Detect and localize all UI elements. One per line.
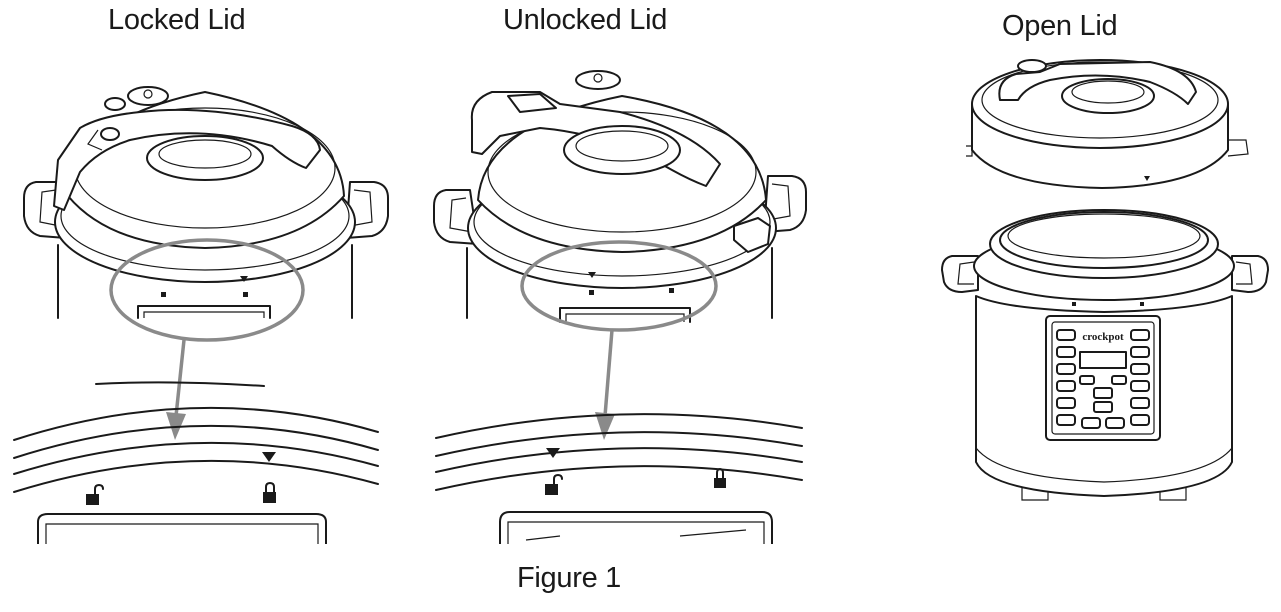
- locked-lid-cooker: [23, 86, 389, 319]
- open-lid-top: [966, 59, 1249, 189]
- unlocked-padlock-icon: [86, 484, 104, 505]
- locked-callout-circle: [109, 238, 305, 342]
- unlocked-zoom-detail: [435, 413, 803, 544]
- unlocked-callout-arrowhead: [595, 412, 615, 440]
- unlocked-lid-cooker: [433, 70, 807, 323]
- locked-padlock-icon-2: [714, 468, 726, 488]
- unlocked-callout-circle: [520, 240, 718, 332]
- unlocked-alignment-arrow-icon: [546, 448, 560, 458]
- locked-padlock-icon: [263, 482, 276, 503]
- unlocked-callout-arrow-line: [603, 329, 614, 417]
- locked-lid-label: Locked Lid: [108, 4, 246, 36]
- unlocked-lid-label: Unlocked Lid: [503, 4, 668, 36]
- brand-logo: crockpot: [1082, 331, 1124, 343]
- display-screen: [1079, 351, 1127, 369]
- figure-caption: Figure 1: [517, 562, 621, 594]
- unlocked-padlock-icon-2: [545, 474, 563, 495]
- open-lid-base: crockpot: [941, 209, 1269, 501]
- locked-alignment-arrow-icon: [262, 452, 276, 462]
- panel-buttons: [1056, 329, 1150, 429]
- locked-zoom-detail: [13, 381, 379, 544]
- locked-callout-arrow-line: [174, 339, 186, 417]
- open-lid-label: Open Lid: [1002, 10, 1118, 42]
